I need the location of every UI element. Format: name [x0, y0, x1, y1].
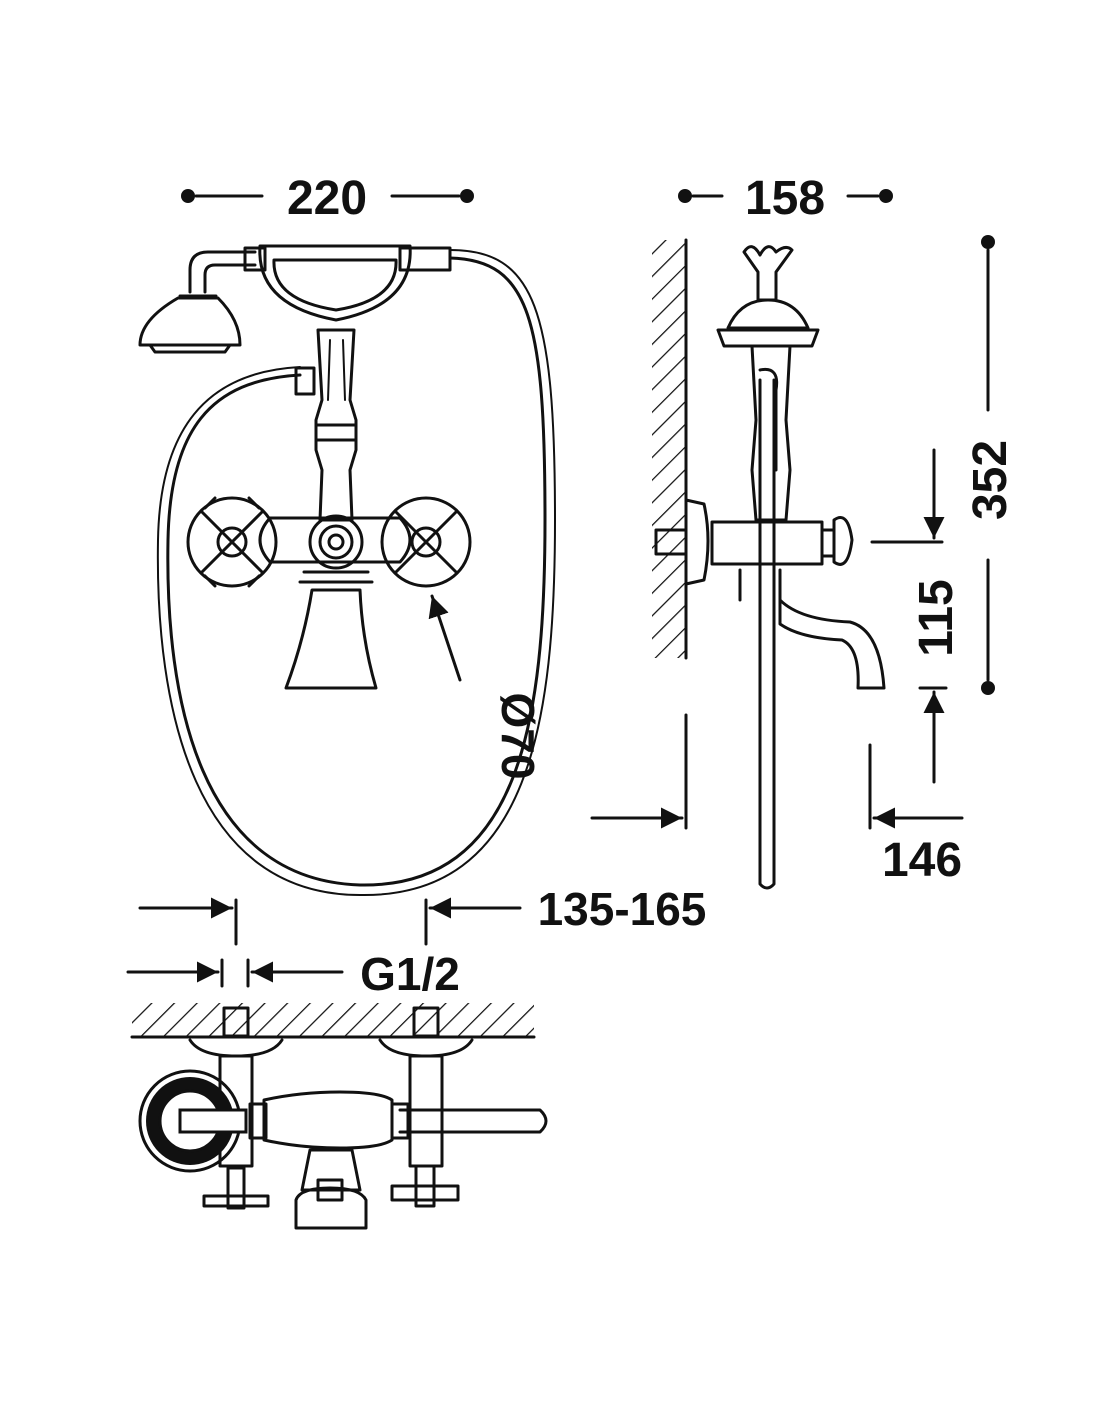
- handshower: [138, 244, 452, 354]
- diameter-label: Ø70: [492, 693, 544, 780]
- side-view: 158 352 115: [590, 172, 1017, 890]
- width-dimension: 220: [181, 172, 474, 225]
- depth-label: 158: [745, 172, 825, 225]
- shower-hose: [166, 256, 547, 887]
- riser-column: [294, 328, 358, 522]
- right-cross-handle: [380, 496, 472, 588]
- plan-view: 135-165 G1/2: [126, 883, 707, 1230]
- centers-label: 135-165: [538, 883, 707, 935]
- spout-height-label: 115: [910, 579, 963, 656]
- projection-label: 146: [882, 834, 962, 887]
- thread-label: G1/2: [360, 948, 460, 1000]
- mixer-body: [258, 514, 412, 690]
- width-label: 220: [287, 172, 367, 225]
- plan-wall-hatch: [132, 1003, 534, 1037]
- front-view: Ø70 220: [138, 172, 557, 897]
- wall-hatch: [652, 240, 686, 658]
- left-cross-handle: [186, 496, 278, 588]
- height-label: 352: [964, 440, 1017, 520]
